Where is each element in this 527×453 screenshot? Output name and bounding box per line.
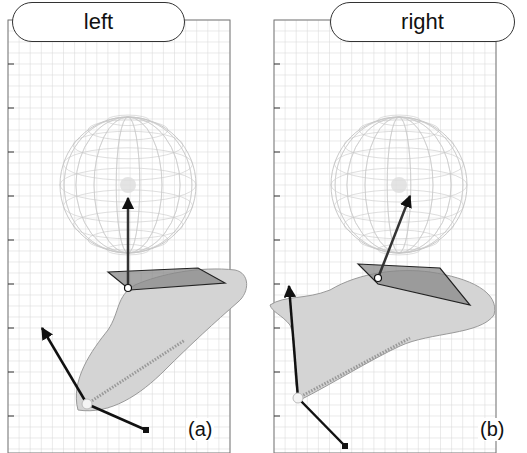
foot-shape	[42, 198, 247, 433]
panel-label: (a)	[186, 418, 214, 441]
panel-title: right	[401, 9, 444, 35]
foot-shape	[270, 196, 495, 449]
wire-sphere	[331, 115, 467, 255]
panel-title: left	[84, 9, 113, 35]
panel-label: (b)	[478, 418, 506, 441]
panel-tab: left	[12, 2, 185, 42]
panel-tab: right	[330, 2, 515, 42]
